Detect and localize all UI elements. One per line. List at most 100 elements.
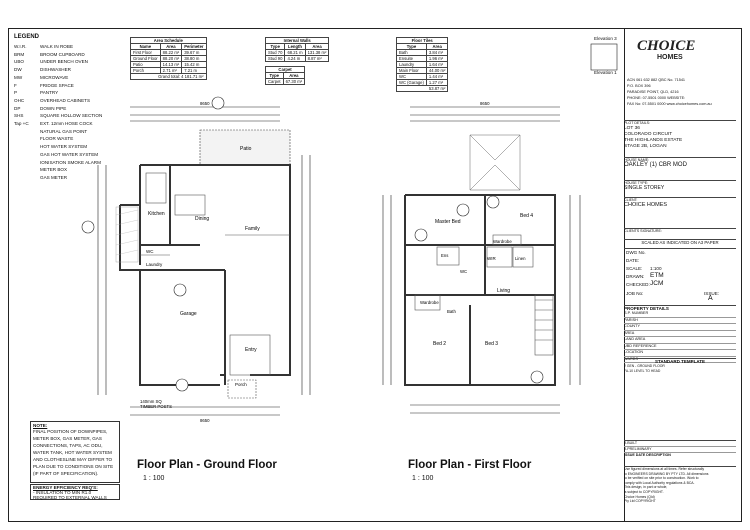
- note-line: PLAN DUE TO CONDITIONS ON SITE: [33, 464, 114, 469]
- lot-line: STAGE 2B, LOGAN: [624, 144, 667, 150]
- room-label-porch: Porch: [235, 382, 247, 387]
- note-title: NOTE:: [33, 423, 48, 428]
- schedule-cell: 88.22 m²: [159, 49, 183, 56]
- ground-floor-plan: Patio Kitchen Dining Family WC Laundry G…: [81, 96, 311, 423]
- copyright-notice: Use figured dimensions at all times. Ref…: [624, 466, 736, 521]
- house-type: SINGLE STOREY: [624, 185, 665, 192]
- legend-text: BROOM CUPBOARD: [40, 51, 85, 57]
- house-name-label: HOUSE NAME:: [624, 158, 650, 162]
- legend-text: EXT. 12mm HOSE COCK: [40, 121, 93, 126]
- issue-label: ISSUE:: [704, 291, 720, 296]
- property-row: UBD REFERENCE: [624, 344, 736, 351]
- room-label-ens: Ens: [441, 253, 448, 258]
- legend-text: NATURAL GAS POINT: [40, 128, 88, 134]
- room-label-dining: Dining: [195, 216, 209, 222]
- ground-floor-title: Floor Plan - Ground Floor: [137, 459, 277, 471]
- legend-code: DP: [14, 105, 21, 111]
- room-label-bath: Bath: [447, 309, 456, 314]
- first-floor-plan: Master Bed Bed 4 Wardrobe WIR Ens WC Lin…: [382, 101, 581, 414]
- lot-line: COLORADO CIRCUIT: [624, 132, 673, 138]
- revision-row: A PRELIMINARY: [624, 447, 736, 453]
- checked-value: JCM: [650, 280, 664, 287]
- schedule-header: Perimeter: [181, 43, 207, 50]
- schedule-total: 53.87 m²: [395, 85, 449, 92]
- schedule-cell: 88.20 m²: [159, 55, 183, 62]
- legend-text: WALK IN ROBE: [40, 44, 74, 49]
- house-type-section: HOUSE TYPE: SINGLE STOREY: [624, 180, 736, 197]
- schedule-cell: Carpet: [265, 78, 284, 85]
- drawing-info: DWG No. DATE: SCALE: 1:100 DRAWN: ETM CH…: [624, 248, 736, 305]
- drawn-label: DRAWN:: [626, 274, 645, 279]
- company-line: PHONE: 07-5501 0000 WEBSITE:: [627, 96, 686, 100]
- date-label: DATE:: [626, 258, 640, 263]
- schedule-row: WC (Garage)1.27 m²: [396, 79, 449, 86]
- signature-label: CLIENTS SIGNATURE:: [624, 229, 662, 233]
- copyright-line: Pty Ltd COPYRIGHT: [624, 499, 656, 504]
- svg-text:CHOICE: CHOICE: [637, 38, 695, 54]
- room-label-garage: Garage: [180, 311, 197, 317]
- svg-text:HOMES: HOMES: [657, 54, 683, 61]
- property-row: LOCATION: [624, 350, 736, 357]
- dim-total-bottom: 8650: [200, 418, 210, 423]
- room-label-wardrobe: Wardrobe: [493, 239, 512, 244]
- energy-line: - INSULATION TO MIN R1.0: [33, 490, 92, 495]
- legend-text: UNDER BENCH OVEN: [40, 59, 88, 65]
- std-row: 2 GEN - GROUND FLOOR: [624, 364, 665, 369]
- copyright-line: Choice Homes (Qld): [624, 494, 655, 499]
- property-row: AREA: [624, 331, 736, 338]
- std-row: FA-10 LEVEL TO HEAD: [624, 368, 661, 373]
- room-label-bed4: Bed 4: [520, 213, 533, 219]
- scale-label: SCALE:: [626, 266, 643, 271]
- legend-text: FRIDGE SPACE: [40, 82, 74, 88]
- room-label-living: Living: [497, 288, 510, 294]
- drawing-sheet: [8, 28, 742, 522]
- house-name-section: HOUSE NAME: OAKLEY (1) CBR MOD: [624, 157, 736, 180]
- room-label-wir: WIR: [487, 256, 496, 261]
- elevation-key: [590, 43, 618, 71]
- lot-line: THE HIGHLANDS ESTATE: [624, 138, 683, 144]
- company-logo: CHOICE HOMES: [637, 38, 695, 61]
- property-row: COUNTY: [624, 324, 736, 331]
- legend-text: FLOOR WASTE: [40, 136, 74, 142]
- dim-total-top: 8650: [480, 101, 490, 106]
- schedule-cell: 8.87 m²: [304, 55, 330, 62]
- energy-line: REQUIRED TO EXTERNAL WALLS: [33, 495, 107, 500]
- legend-code: UBO: [14, 59, 24, 65]
- checked-label: CHECKED:: [626, 282, 650, 287]
- note-line: CONNECTIONS, TAPS, AC ODU,: [33, 443, 103, 448]
- legend-code: DW: [14, 67, 22, 73]
- legend-title: LEGEND: [14, 34, 40, 40]
- dwg-no-label: DWG No.: [626, 250, 646, 255]
- room-label-laundry: Laundry: [146, 262, 163, 267]
- property-details-title: PROPERTY DETAILS: [624, 306, 669, 311]
- legend-code: OHC: [14, 97, 25, 103]
- room-label-linen: Linen: [515, 256, 526, 261]
- legend-text: HOT WATER SYSTEM: [40, 144, 88, 150]
- revision-header: ISSUE DATE DESCRIPTION: [624, 453, 671, 457]
- client-name: CHOICE HOMES: [624, 202, 668, 209]
- energy-box: ENERGY EFFICIENCY REQ'S: - INSULATION TO…: [30, 484, 120, 500]
- timber-posts-note-2: TIMBER POSTS: [140, 404, 172, 409]
- company-line: P.O. BOX 396: [627, 84, 651, 88]
- elevation-1-label: Elevation 1: [594, 70, 617, 75]
- note-line: WATER TANK, HOT WATER SYSTEM: [33, 450, 112, 455]
- property-row: PARISH: [624, 318, 736, 325]
- copyright-line: comply with Local Authority regulations …: [624, 480, 695, 485]
- legend-code: Tap +C: [14, 121, 29, 126]
- copyright-line: This design, in part or whole,: [624, 485, 668, 490]
- copyright-line: to be verified on site prior to construc…: [624, 476, 699, 481]
- legend-code: F: [14, 82, 17, 88]
- first-floor-title: Floor Plan - First Floor: [408, 459, 532, 471]
- house-name: OAKLEY (1) CBR MOD: [624, 162, 687, 169]
- schedule-cell: Stud 90: [264, 55, 286, 62]
- room-label-wardrobe-2: Wardrobe: [420, 300, 439, 305]
- legend-text: GAS HOT WATER SYSTEM: [40, 151, 99, 157]
